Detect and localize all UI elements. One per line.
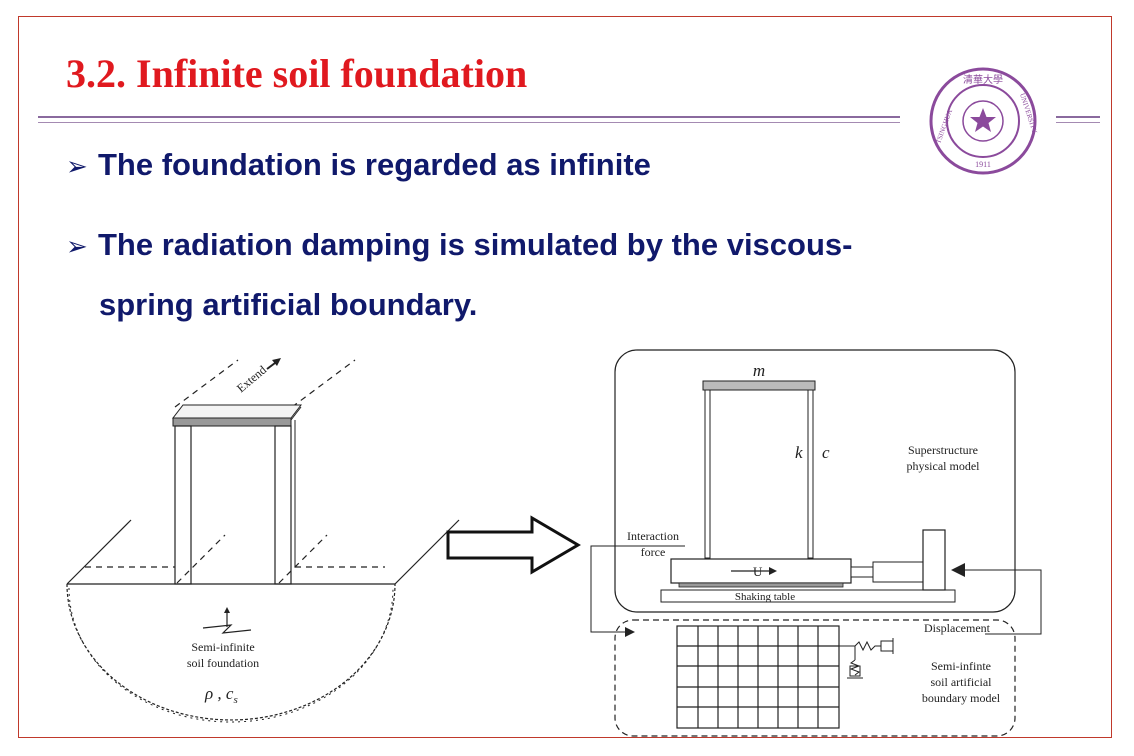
title-rule-top (38, 116, 900, 118)
bullet-2-continuation: spring artificial boundary. (99, 287, 478, 322)
wave-arrowhead (224, 607, 230, 613)
column-right-depth (290, 406, 302, 421)
roof-slab-top (171, 404, 303, 419)
feedback-line (963, 569, 1042, 635)
spring-damper-icon (839, 638, 894, 679)
logo-rule-right (1056, 116, 1100, 118)
bullet-2-text: The radiation damping is simulated by th… (98, 227, 853, 262)
boundary-label-2: soil artificial (931, 675, 993, 689)
extend-arrowhead (272, 358, 281, 366)
superstructure-box (614, 349, 1016, 613)
slide-frame (18, 16, 1112, 738)
title-rule-bottom (38, 122, 900, 123)
displacement-label: Displacement (924, 621, 991, 635)
logo-core-ring (962, 100, 1004, 142)
bullet-arrow-icon: ➢ (66, 232, 88, 262)
soil-label-2: soil foundation (187, 656, 259, 670)
mass-label: m (753, 361, 765, 380)
mass-block (702, 380, 816, 391)
vertical-spring (849, 659, 861, 676)
roof-slab (172, 417, 292, 427)
super-label-2: physical model (907, 459, 981, 473)
table-plate (678, 582, 844, 588)
logo-outer-ring (929, 67, 1037, 175)
spring-icon (854, 640, 881, 652)
c-label: c (822, 443, 830, 462)
logo-inner-ring (946, 84, 1020, 158)
soil-params: ρ , cs (204, 684, 238, 706)
base-dash-1 (176, 534, 226, 584)
frame-column-right (807, 389, 814, 559)
feedback-arrowhead (951, 563, 965, 577)
logo-year: 1911 (975, 160, 991, 169)
wave-symbol (202, 624, 252, 634)
interaction-label-1: Interaction (627, 529, 679, 543)
k-label: k (795, 443, 803, 462)
column-left (174, 425, 192, 585)
soil-params-main: ρ , c (204, 684, 234, 703)
extend-label: Extend (234, 363, 269, 396)
actuator-rod (850, 566, 874, 578)
bullet-1: ➢ The foundation is regarded as infinite (66, 147, 651, 183)
actuator-cylinder (872, 561, 924, 583)
bullet-2: ➢ The radiation damping is simulated by t… (66, 227, 852, 263)
base-dash-2 (278, 534, 328, 584)
transition-arrow (446, 515, 581, 575)
extend-dash-left (174, 359, 239, 408)
frame-column-left (704, 389, 711, 559)
actuator-mount (922, 529, 946, 591)
bullet-arrow-icon: ➢ (66, 152, 88, 182)
ground-edge-left (66, 519, 132, 585)
left-figure: Extend Semi-infinite soil foundation ρ ,… (66, 358, 460, 723)
damper-icon (880, 640, 894, 652)
boundary-box (614, 619, 1016, 737)
vertical-damper (849, 665, 861, 677)
soil-params-sub: s (233, 694, 237, 706)
slide-title: 3.2. Infinite soil foundation (66, 51, 528, 96)
table-label: Shaking table (735, 591, 795, 603)
interaction-force-line (590, 545, 685, 633)
big-arrow-icon (446, 515, 581, 575)
bullet-1-text: The foundation is regarded as infinite (98, 147, 651, 182)
right-figure: m k c Superstructure physical model U Sh… (590, 349, 1042, 737)
soil-label-1: Semi-infinite (191, 640, 254, 654)
mesh-grid (676, 625, 840, 729)
university-logo: 清華大學 TSINGHUA UNIVERSITY 1911 (929, 67, 1038, 175)
shaking-table (660, 589, 956, 603)
interaction-arrowhead (625, 627, 635, 637)
boundary-label-1: Semi-infinte (931, 659, 991, 673)
star-icon (970, 108, 996, 132)
super-label-1: Superstructure (908, 443, 978, 457)
logo-rule-right-bottom (1056, 122, 1100, 123)
u-label: U (753, 564, 763, 579)
logo-top-text: 清華大學 (963, 73, 1003, 86)
boundary-label-3: boundary model (922, 691, 1001, 705)
extend-dash-right (291, 359, 356, 408)
column-right (274, 425, 292, 585)
u-arrowhead (769, 567, 777, 575)
interaction-label-2: force (641, 545, 666, 559)
